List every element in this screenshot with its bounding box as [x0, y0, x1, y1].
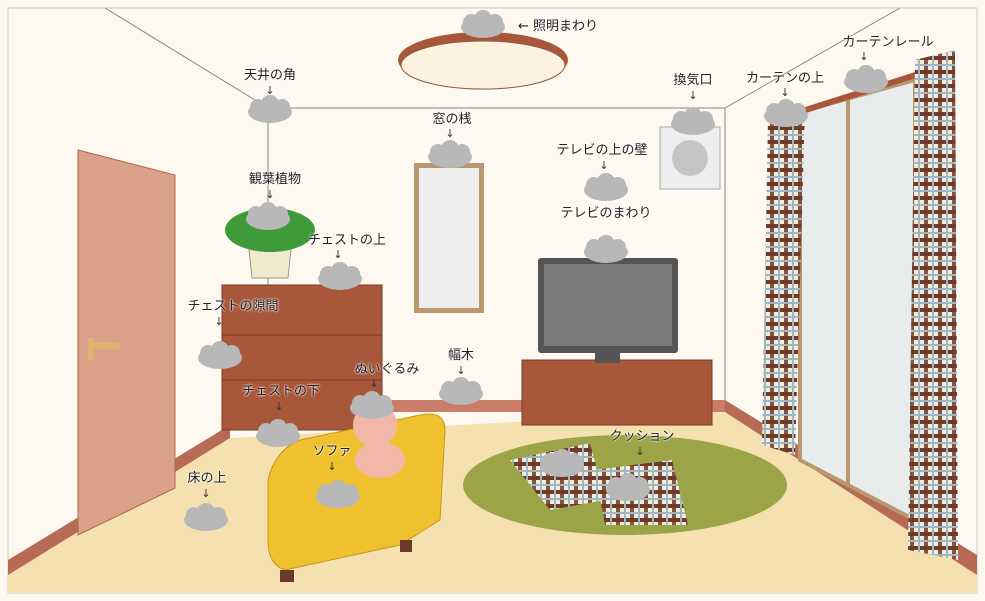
- label-baseboard: 幅木: [447, 348, 475, 363]
- arrow-down-icon: ↓: [456, 364, 466, 377]
- arrow-down-icon: ↓: [201, 487, 211, 500]
- label-window-frame: 窓の桟: [432, 112, 472, 127]
- curtain-right: [908, 50, 958, 560]
- window: [798, 77, 917, 524]
- label-around-tv: テレビのまわり: [560, 206, 652, 221]
- label-wall-above-tv: テレビの上の壁: [556, 143, 648, 158]
- label-under-chest: チェストの下: [241, 384, 321, 399]
- arrow-down-icon: ↓: [327, 460, 337, 473]
- arrow-down-icon: ↓: [688, 89, 698, 102]
- arrow-down-icon: ↓: [333, 248, 343, 261]
- label-sofa: ソファ: [312, 444, 352, 459]
- curtain-left: [762, 108, 805, 455]
- arrow-down-icon: ↓: [214, 315, 224, 328]
- ceiling-line: [104, 7, 269, 109]
- label-chest-gap: チェストの隙間: [187, 299, 279, 314]
- arrow-down-icon: ↓: [635, 445, 645, 458]
- label-chest-top: チェストの上: [307, 233, 387, 248]
- arrow-down-icon: ↓: [445, 127, 455, 140]
- arrow-down-icon: ↓: [780, 86, 790, 99]
- ceiling-line: [724, 7, 901, 109]
- label-vent: 換気口: [673, 73, 713, 88]
- arrow-down-icon: ↓: [599, 159, 609, 172]
- arrow-down-icon: ↓: [274, 400, 284, 413]
- plush-toy: [355, 442, 405, 478]
- label-lighting: ← 照明まわり: [517, 19, 599, 34]
- curtain-rail: [789, 69, 926, 118]
- label-cushion: クッション: [609, 429, 675, 444]
- label-curtain-rail: カーテンレール: [842, 35, 934, 50]
- arrow-down-icon: ↓: [265, 84, 275, 97]
- tv-stand: [521, 359, 713, 426]
- label-ceiling-corner: 天井の角: [243, 68, 297, 83]
- arrow-down-icon: ↓: [369, 377, 379, 390]
- door: [77, 149, 176, 536]
- label-curtain-top: カーテンの上: [745, 71, 825, 86]
- label-plant: 観葉植物: [248, 172, 302, 187]
- label-plush-toy: ぬいぐるみ: [354, 362, 420, 377]
- label-floor: 床の上: [187, 471, 227, 486]
- arrow-down-icon: ↓: [859, 50, 869, 63]
- arrow-down-icon: ↓: [265, 188, 275, 201]
